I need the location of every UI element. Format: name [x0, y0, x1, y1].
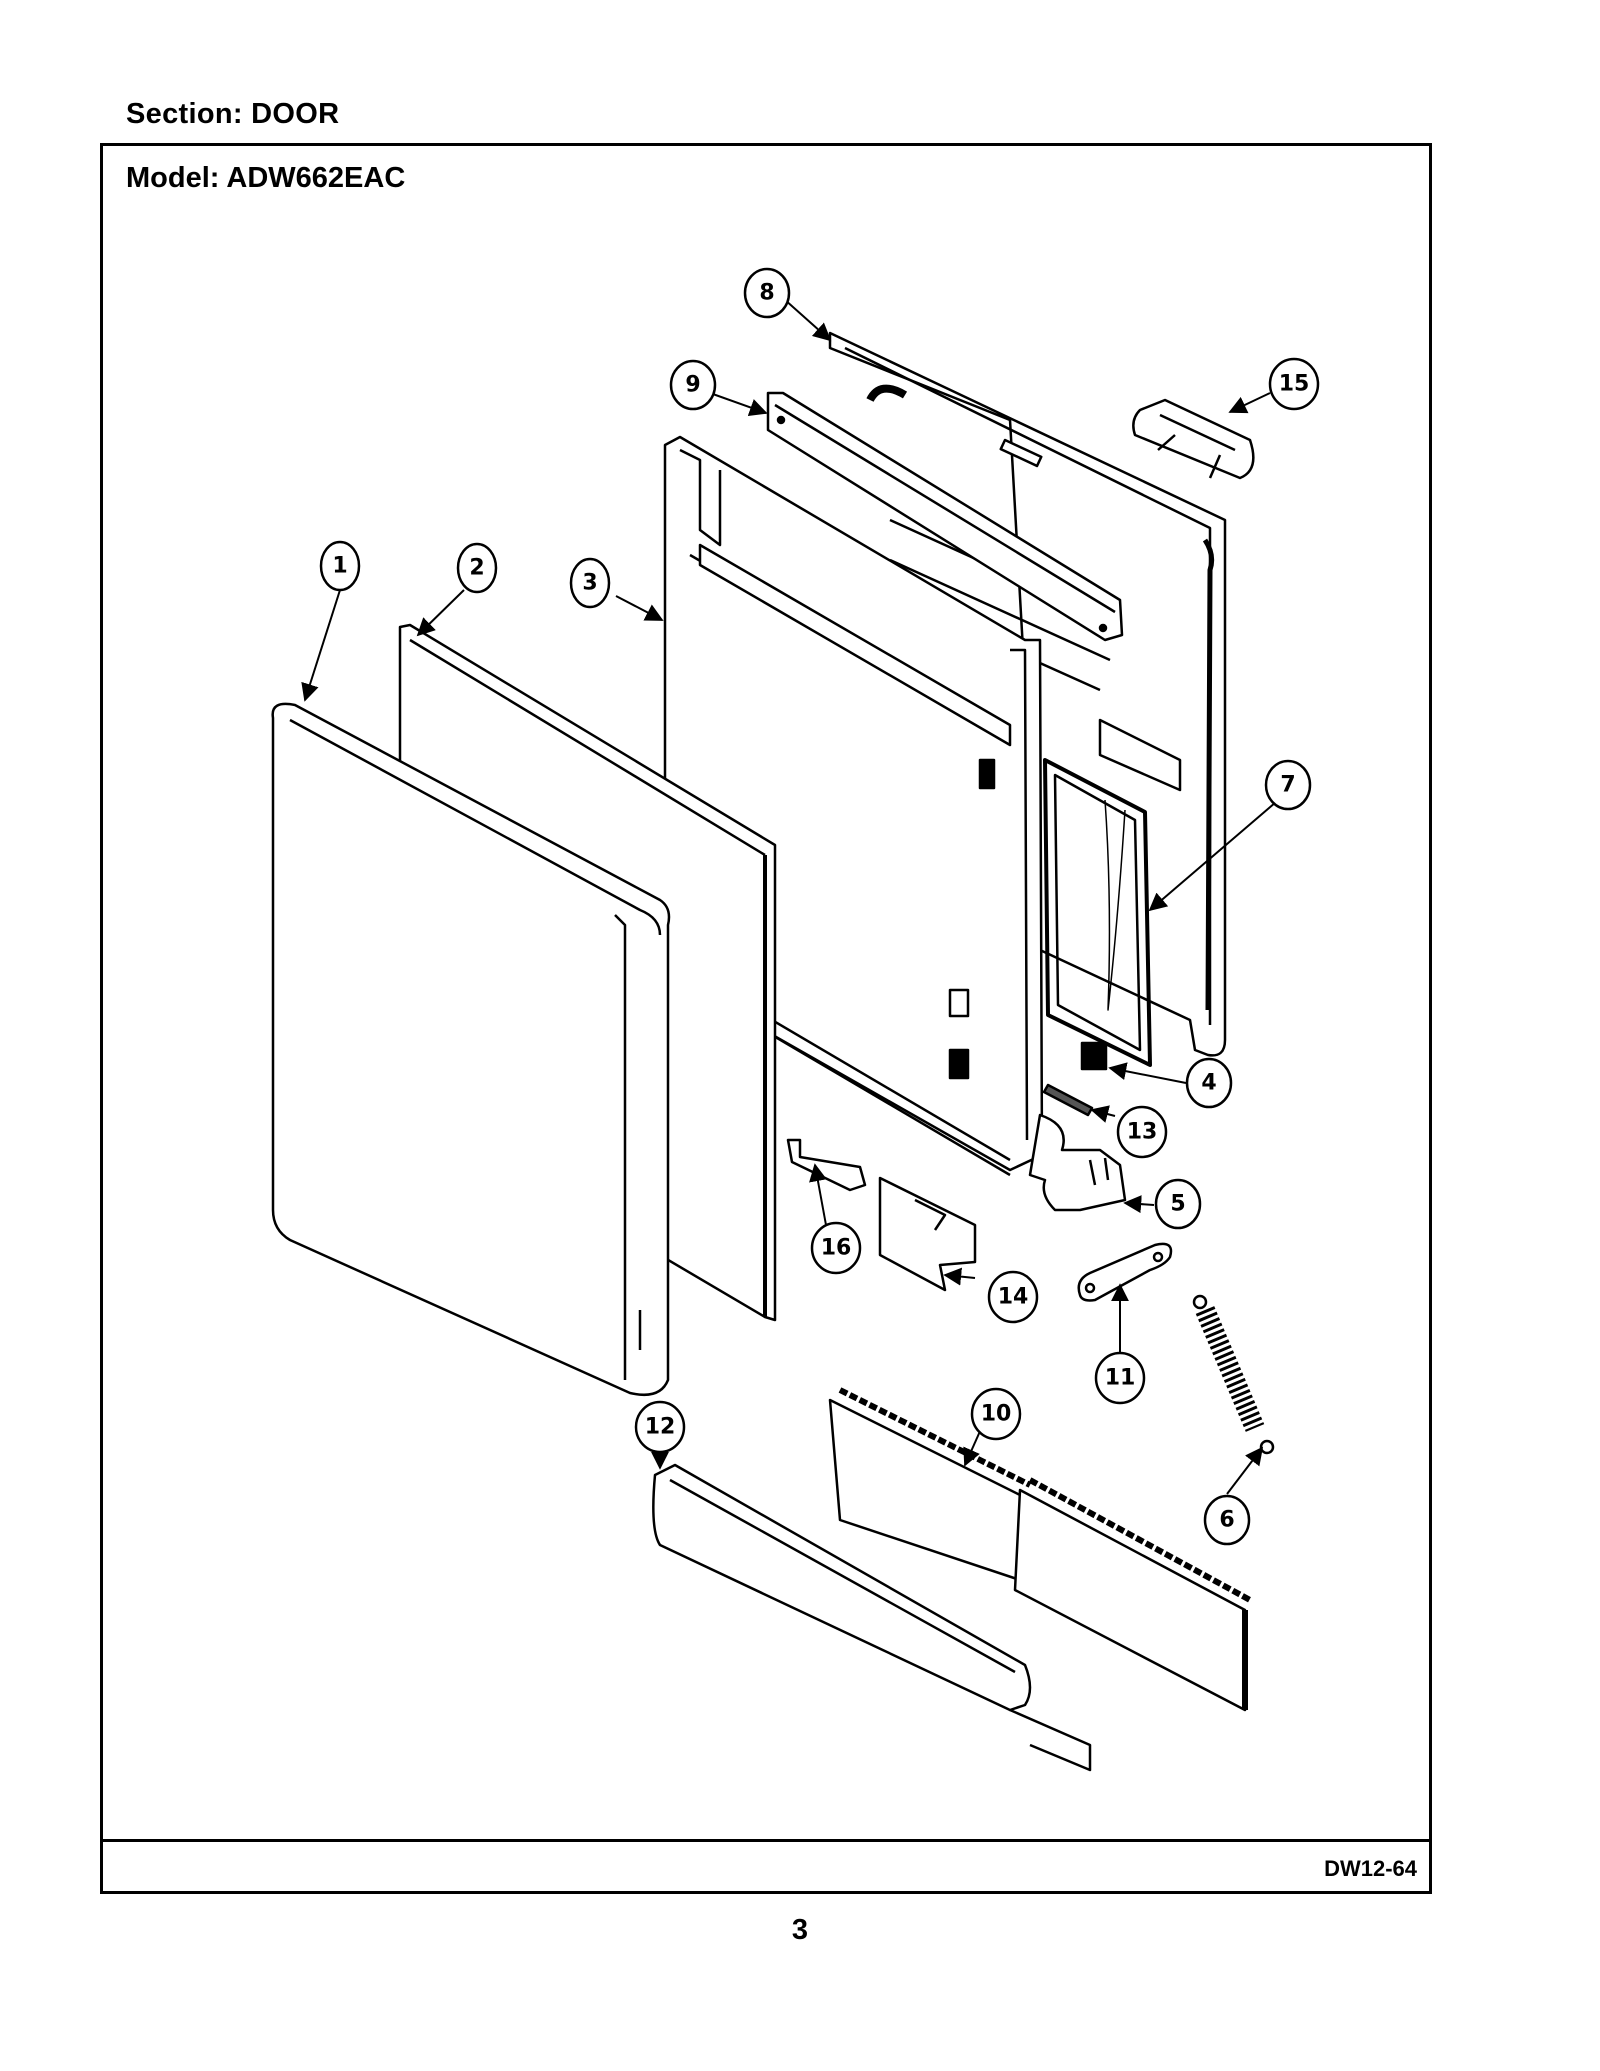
- callout-label-9: 9: [685, 373, 700, 398]
- callout-4: 4: [1185, 1057, 1233, 1109]
- callout-10: 10: [970, 1387, 1022, 1441]
- leader-9: [709, 392, 768, 417]
- diagram-code: DW12-64: [1324, 1856, 1417, 1881]
- leader-2: [416, 589, 465, 637]
- callout-label-5: 5: [1170, 1192, 1185, 1217]
- callout-label-11: 11: [1105, 1366, 1136, 1391]
- callout-8: 8: [743, 267, 791, 319]
- leader-7: [1148, 801, 1277, 912]
- callout-label-15: 15: [1279, 372, 1310, 397]
- callout-2: 2: [456, 542, 498, 594]
- diagram-frame: Model: ADW662EAC DW12-64: [100, 143, 1432, 1894]
- part-12-toe-panel: [652, 1463, 1092, 1772]
- part-15-handle: [1132, 398, 1255, 480]
- callout-7: 7: [1264, 759, 1312, 811]
- callout-label-1: 1: [332, 554, 347, 579]
- callout-6: 6: [1203, 1494, 1251, 1546]
- leader-4: [1108, 1062, 1187, 1084]
- model-title: Model: ADW662EAC: [126, 162, 406, 194]
- part-6-spring: [1192, 1294, 1275, 1455]
- callout-label-4: 4: [1201, 1071, 1216, 1096]
- callout-3: 3: [569, 557, 611, 609]
- callout-14: 14: [987, 1270, 1039, 1324]
- part-16-clip: [786, 1138, 867, 1192]
- leader-8: [783, 298, 832, 342]
- callout-11: 11: [1094, 1351, 1146, 1405]
- leader-1: [301, 589, 341, 702]
- part-1-door-front: [271, 702, 671, 1397]
- part-10-insulation: [828, 1387, 1252, 1712]
- part-7-gasket: [1043, 758, 1152, 1067]
- callout-label-16: 16: [821, 1236, 852, 1261]
- callout-label-3: 3: [582, 571, 597, 596]
- callout-label-8: 8: [759, 281, 774, 306]
- leader-13: [1090, 1105, 1116, 1123]
- callout-15: 15: [1268, 357, 1320, 411]
- callout-label-10: 10: [981, 1402, 1012, 1427]
- leader-16: [809, 1163, 827, 1226]
- callout-label-7: 7: [1280, 773, 1295, 798]
- part-5-hinge: [1028, 1113, 1127, 1212]
- callouts: 1 2 3 4 5 6 7 8 9 10 11 12 13 14 15 16: [319, 267, 1320, 1546]
- callout-12: 12: [634, 1400, 686, 1454]
- part-4-bracket: [1080, 1041, 1108, 1071]
- part-11-link: [1077, 1242, 1173, 1302]
- footer-divider: [103, 1839, 1429, 1842]
- callout-label-2: 2: [469, 556, 484, 581]
- callout-1: 1: [319, 540, 361, 592]
- callout-16: 16: [810, 1221, 862, 1275]
- leader-5: [1123, 1195, 1155, 1214]
- part-13-strip: [1042, 1083, 1094, 1117]
- callout-5: 5: [1154, 1178, 1202, 1230]
- leader-14: [943, 1267, 976, 1286]
- part-9-top-channel: [766, 391, 1124, 642]
- part-14-latch-plate: [878, 1176, 977, 1292]
- callout-label-6: 6: [1219, 1508, 1234, 1533]
- callout-13: 13: [1116, 1105, 1168, 1159]
- leader-15: [1228, 392, 1271, 414]
- callout-9: 9: [669, 359, 717, 411]
- page-number: 3: [791, 1914, 809, 1946]
- callout-label-14: 14: [998, 1285, 1029, 1310]
- callout-label-12: 12: [645, 1415, 676, 1440]
- section-title: Section: DOOR: [126, 98, 340, 130]
- leader-3: [615, 595, 664, 621]
- leader-6: [1226, 1446, 1264, 1495]
- callout-label-13: 13: [1127, 1120, 1158, 1145]
